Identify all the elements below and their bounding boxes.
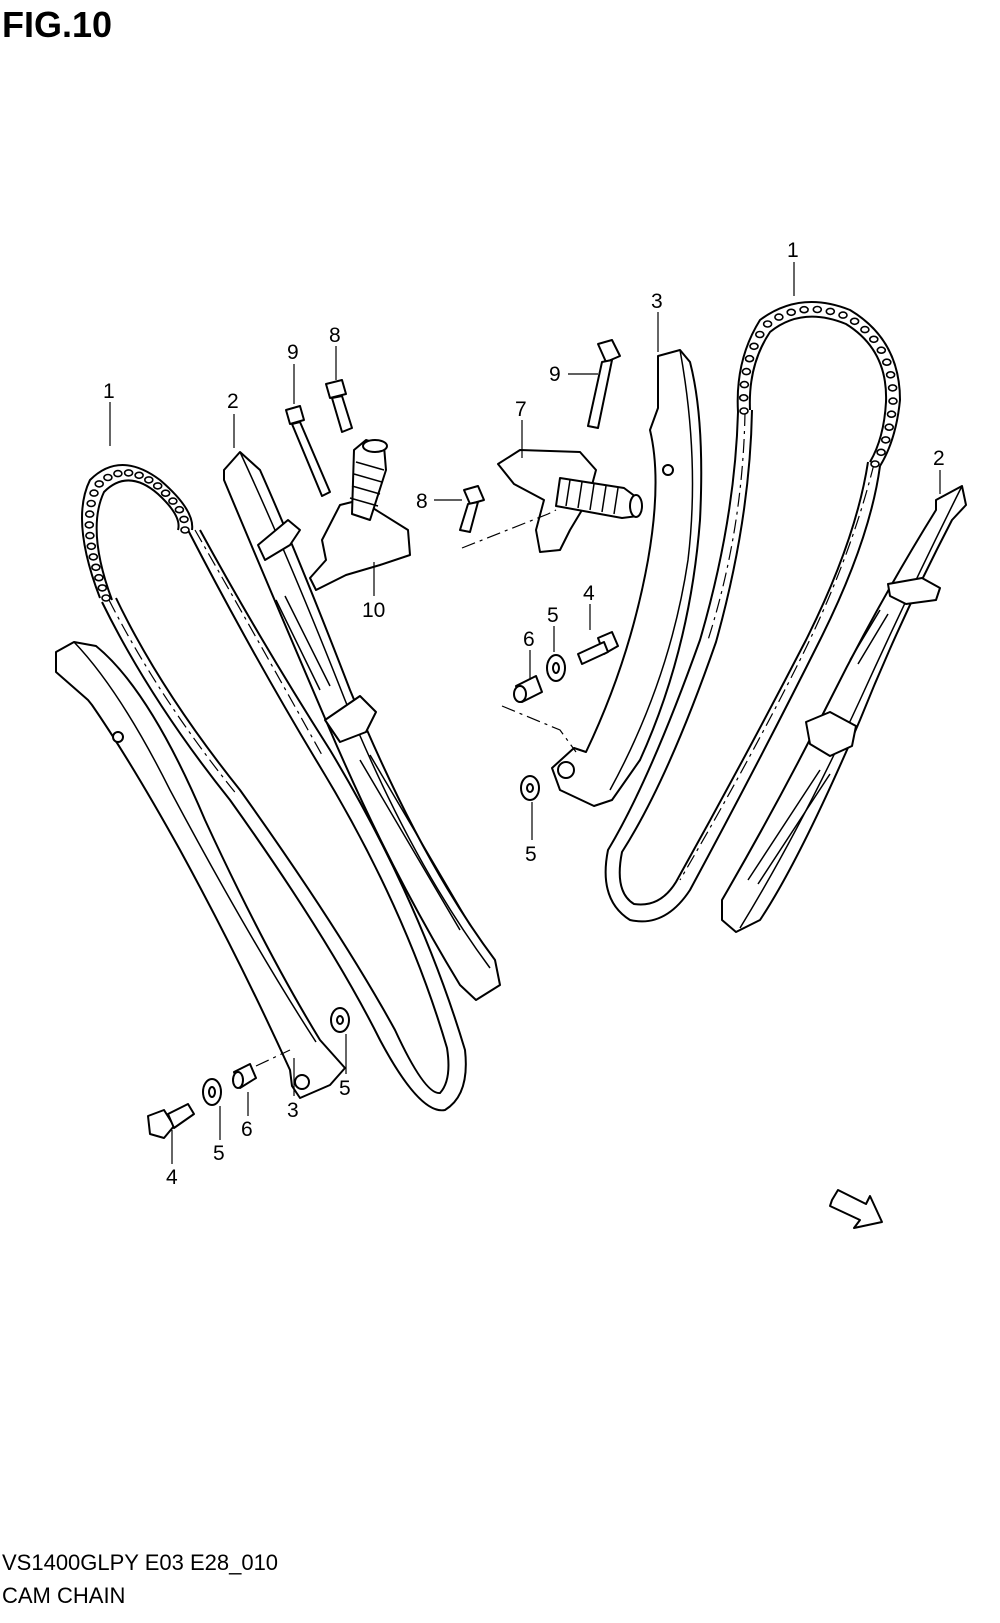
chain-link (849, 317, 860, 326)
chain-link (152, 482, 163, 490)
chain-link (741, 367, 752, 376)
callout-right-tensioner: 3 (651, 290, 663, 313)
chain-link (880, 436, 891, 444)
left-chain-tensioner (55, 641, 346, 1099)
chain-link (91, 563, 101, 572)
chain-link (870, 460, 880, 468)
model-code: VS1400GLPY E03 E28_010 (2, 1550, 279, 1575)
callout-left-bolt-8: 8 (329, 324, 341, 347)
callout-right-bolt: 4 (583, 582, 595, 605)
chain-link (160, 489, 171, 498)
chain-link (103, 473, 113, 482)
right-bolt-4 (577, 631, 619, 665)
left-bolt-9 (285, 405, 331, 497)
chain-link (886, 410, 897, 419)
callout-left-spacer: 6 (241, 1118, 253, 1141)
chain-link (749, 342, 759, 351)
chain-link (738, 393, 749, 402)
chain-link (88, 553, 99, 561)
chain-link (168, 497, 178, 505)
chain-link (84, 521, 95, 529)
forward-direction-arrow: FWD (829, 1189, 883, 1229)
right-washer-5a (546, 654, 566, 682)
right-washer-5b (520, 775, 540, 801)
right-bolt-8 (459, 485, 485, 533)
figure-title: FIG.10 (2, 4, 113, 45)
left-spacer-6 (232, 1063, 257, 1089)
right-chain-tensioner (551, 349, 703, 807)
chain-link (85, 531, 95, 540)
chain-link (86, 499, 96, 508)
right-chain-adjuster (497, 449, 643, 553)
callout-right-washer-b: 5 (525, 843, 537, 866)
chain-link (825, 307, 836, 316)
chain-link (744, 354, 755, 363)
left-chain-adjuster (309, 439, 411, 591)
chain-link (94, 480, 104, 488)
right-chain-guide (721, 485, 967, 933)
chain-link (774, 313, 784, 321)
left-bolt-4 (147, 1103, 195, 1139)
chain-link (144, 476, 154, 484)
right-adjuster-axis (461, 509, 557, 549)
left-washer-5b (330, 1007, 350, 1033)
chain-link (174, 505, 185, 514)
chain-link (887, 384, 898, 392)
chain-link (86, 542, 97, 551)
callout-right-chain: 1 (787, 239, 799, 262)
right-assembly-axis (501, 705, 577, 753)
leader-lines (109, 262, 941, 1164)
chain-link (885, 370, 896, 379)
chain-link (812, 305, 823, 314)
chain-link (89, 489, 99, 497)
chain-link (97, 584, 108, 592)
chain-link (888, 397, 898, 405)
chain-link (860, 325, 870, 334)
callout-left-adjuster: 10 (362, 599, 385, 622)
callout-right-spacer: 6 (523, 628, 535, 651)
chain-link (884, 423, 895, 432)
left-assembly-axis (255, 1049, 291, 1067)
chain-link (94, 573, 104, 582)
left-chain-guide (223, 451, 501, 1001)
callout-right-bolt-9: 9 (549, 363, 561, 386)
callout-right-bolt-8: 8 (416, 490, 428, 513)
chain-link (123, 469, 134, 477)
chain-link (739, 380, 750, 389)
callout-left-chain: 1 (103, 380, 115, 403)
right-cam-chain (604, 301, 902, 923)
chain-link (113, 469, 123, 478)
callout-left-tensioner: 3 (287, 1099, 299, 1122)
figure-name: CAM CHAIN (2, 1583, 126, 1608)
callout-left-guide: 2 (227, 390, 239, 413)
left-washer-5a (202, 1078, 222, 1106)
chain-link (799, 305, 809, 314)
chain-link (881, 358, 892, 367)
chain-link (786, 308, 797, 317)
chain-link (762, 320, 773, 328)
right-spacer-6 (513, 675, 543, 703)
right-bolt-9 (587, 339, 621, 429)
chain-link (876, 346, 887, 355)
left-cam-chain (81, 464, 467, 1112)
callout-left-bolt-9: 9 (287, 341, 299, 364)
chain-link (134, 471, 144, 480)
chain-link (84, 510, 95, 518)
chain-link (868, 335, 879, 344)
chain-link (876, 448, 886, 457)
callout-left-washer-a: 5 (213, 1142, 225, 1165)
chain-link (101, 594, 111, 602)
chain-link (180, 526, 190, 534)
callout-left-bolt: 4 (166, 1166, 178, 1189)
callout-right-adjuster: 7 (515, 398, 527, 421)
callout-right-washer-a: 5 (547, 604, 559, 627)
callout-right-guide: 2 (933, 447, 945, 470)
chain-link (179, 515, 189, 524)
chain-link (754, 330, 765, 339)
left-bolt-8 (325, 379, 353, 433)
callout-left-washer-b: 5 (339, 1077, 351, 1100)
chain-link (739, 407, 749, 415)
chain-link (838, 311, 848, 319)
